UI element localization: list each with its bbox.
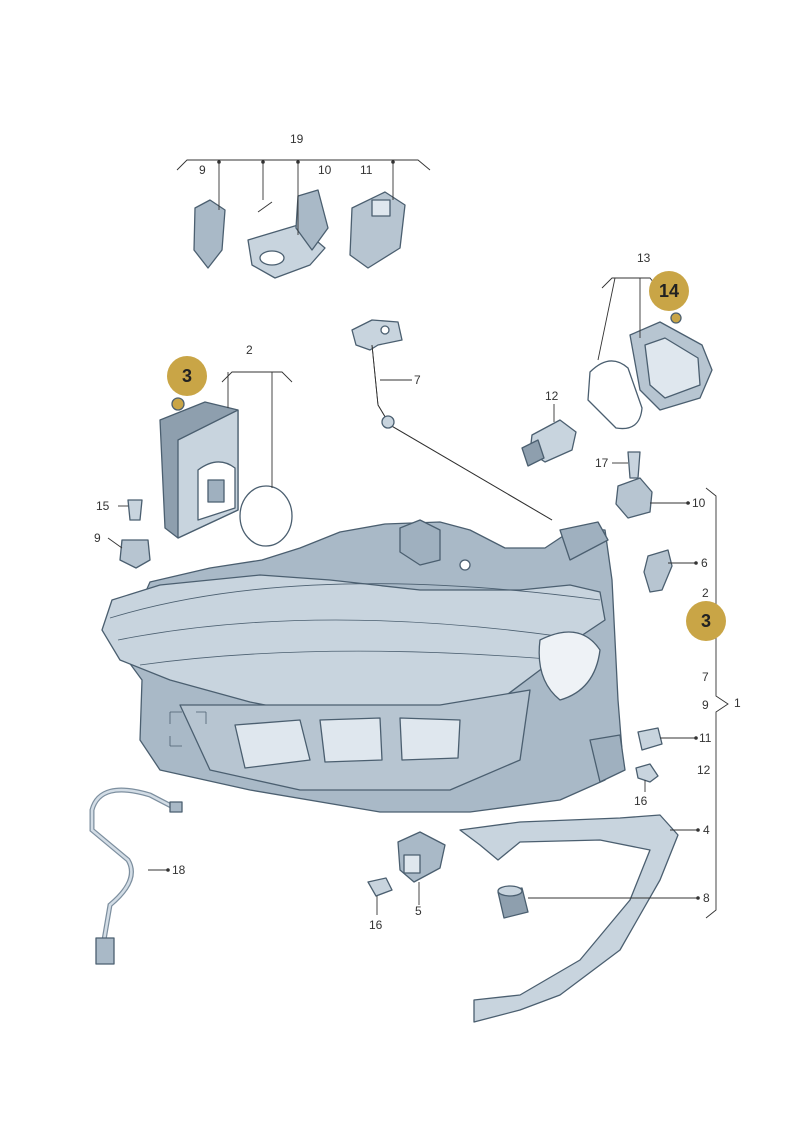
headlamp-housing bbox=[101, 519, 626, 813]
label-2-ballast: 2 bbox=[246, 343, 253, 357]
label-1: 1 bbox=[734, 696, 741, 710]
label-16-right: 16 bbox=[634, 794, 648, 808]
label-13: 13 bbox=[637, 251, 651, 265]
badge-14-cover-screw: 14 bbox=[649, 271, 689, 311]
bulb-socket bbox=[521, 419, 577, 467]
svg-text:3: 3 bbox=[701, 611, 711, 631]
label-12-bulb: 12 bbox=[545, 389, 559, 403]
ballast-unit bbox=[159, 397, 293, 547]
label-16-lower: 16 bbox=[369, 918, 383, 932]
label-7-list: 7 bbox=[702, 670, 709, 684]
label-15: 15 bbox=[96, 499, 110, 513]
adjuster-rod bbox=[351, 319, 553, 521]
label-9-list: 9 bbox=[702, 698, 709, 712]
label-12-list: 12 bbox=[697, 763, 711, 777]
rubber-bushing bbox=[497, 885, 529, 919]
label-17: 17 bbox=[595, 456, 609, 470]
callout-badges: 3 14 3 bbox=[167, 271, 726, 641]
label-10-right: 10 bbox=[692, 496, 706, 510]
fasteners bbox=[119, 451, 673, 783]
label-8: 8 bbox=[703, 891, 710, 905]
label-6: 6 bbox=[701, 556, 708, 570]
lower-bracket bbox=[367, 831, 446, 897]
svg-text:3: 3 bbox=[182, 366, 192, 386]
label-2-list: 2 bbox=[702, 586, 709, 600]
svg-text:14: 14 bbox=[659, 281, 679, 301]
mounting-strip bbox=[459, 814, 679, 1023]
label-7: 7 bbox=[414, 373, 421, 387]
wiring-harness bbox=[89, 787, 183, 965]
bracket-set bbox=[193, 189, 406, 279]
label-5-lower: 5 bbox=[415, 904, 422, 918]
badge-3-ballast-screw: 3 bbox=[167, 356, 207, 396]
label-10-top: 10 bbox=[318, 163, 332, 177]
label-4: 4 bbox=[703, 823, 710, 837]
label-19: 19 bbox=[290, 132, 304, 146]
badge-3-list: 3 bbox=[686, 601, 726, 641]
rear-cover bbox=[587, 312, 713, 430]
label-9-top: 9 bbox=[199, 163, 206, 177]
label-11-right: 11 bbox=[699, 731, 712, 745]
label-9-left: 9 bbox=[94, 531, 101, 545]
leader-lines bbox=[107, 159, 729, 919]
label-18: 18 bbox=[172, 863, 186, 877]
label-11-top: 11 bbox=[360, 163, 373, 177]
